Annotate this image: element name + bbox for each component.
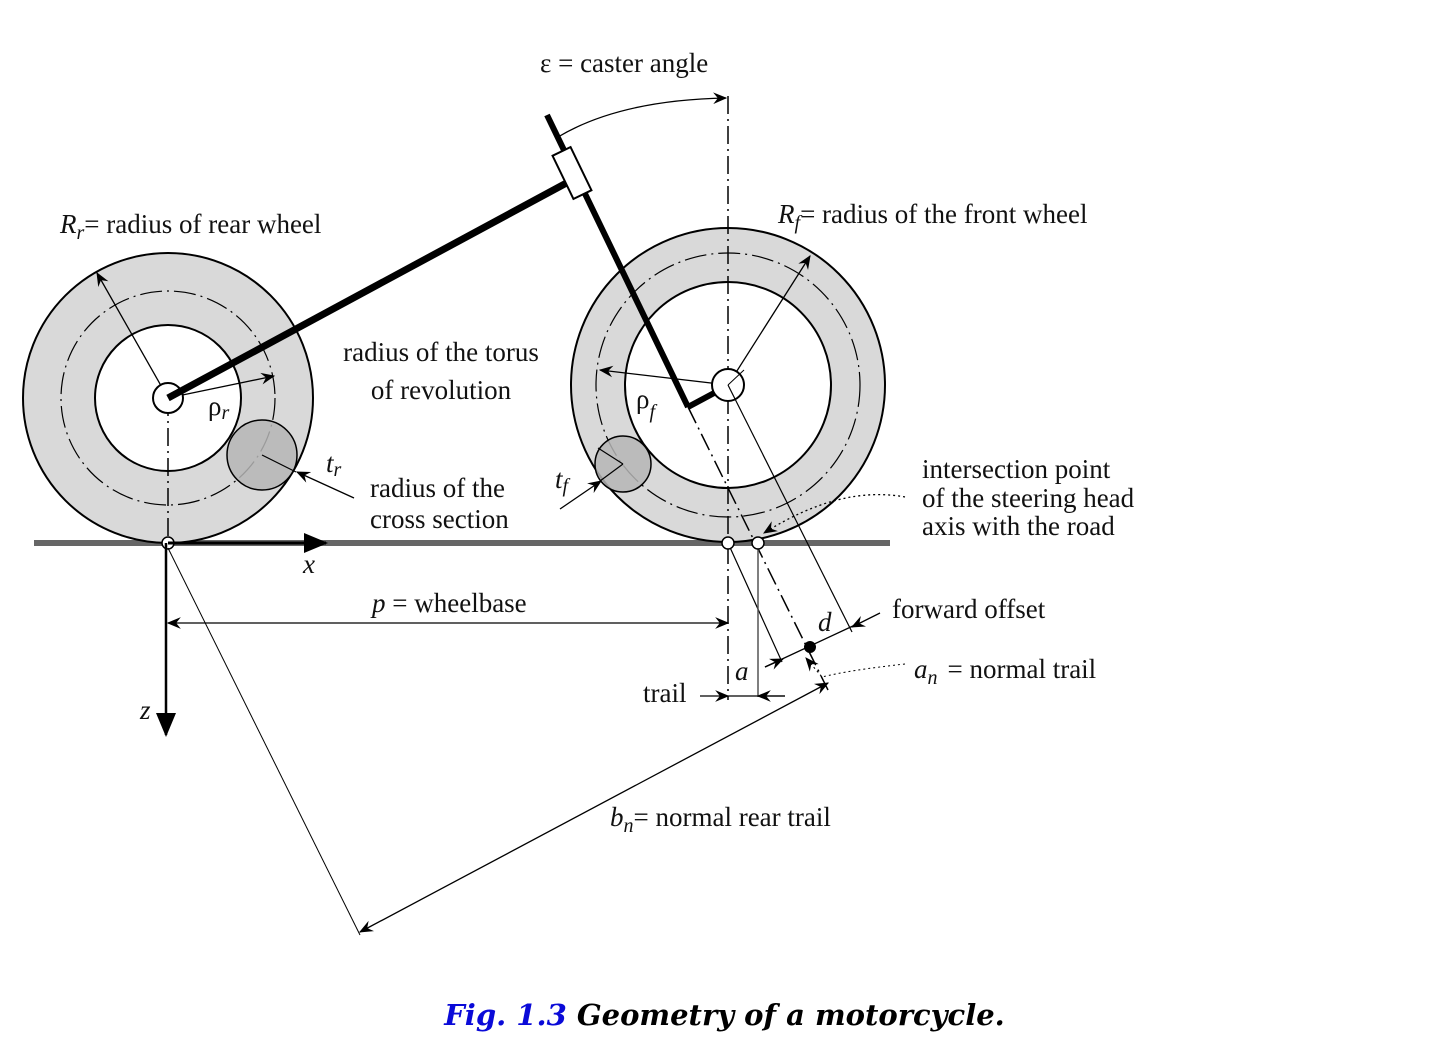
steering-axis-road-point bbox=[751, 536, 765, 550]
t-rear-label: tr bbox=[326, 448, 342, 481]
normal-trail-point bbox=[804, 641, 816, 653]
torus-radius-label-line2: of revolution bbox=[371, 375, 512, 405]
steering-head bbox=[551, 145, 593, 201]
figure-title: Geometry of a motorcycle. bbox=[576, 998, 1005, 1032]
forward-offset-symbol: d bbox=[818, 607, 832, 637]
caster-angle-label: ε = caster angle bbox=[540, 48, 708, 78]
normal-rear-trail-dimension bbox=[358, 682, 830, 933]
rear-radius-label: Rr= radius of rear wheel bbox=[59, 209, 321, 244]
wheelbase-label: p = wheelbase bbox=[370, 588, 527, 618]
z-axis-label: z bbox=[139, 695, 151, 725]
t-front-label: tf bbox=[555, 464, 571, 497]
rho-front-label: ρf bbox=[636, 384, 657, 423]
x-axis-label: x bbox=[302, 549, 315, 579]
intersection-label-line3: axis with the road bbox=[922, 511, 1115, 541]
front-radius-label: Rf= radius of the front wheel bbox=[777, 199, 1087, 234]
caster-angle-arc bbox=[557, 92, 728, 138]
intersection-label-line2: of the steering head bbox=[922, 483, 1135, 513]
torus-radius-label: radius of the torus bbox=[343, 337, 539, 367]
intersection-label: intersection point bbox=[922, 454, 1111, 484]
figure-caption: Fig. 1.3 Geometry of a motorcycle. bbox=[0, 998, 1449, 1032]
trail-label: trail bbox=[643, 678, 686, 708]
forward-offset-label: forward offset bbox=[892, 594, 1046, 624]
trail-symbol: a bbox=[735, 656, 749, 686]
front-contact-point bbox=[721, 536, 735, 550]
frame bbox=[166, 176, 574, 402]
rho-rear-label: ρr bbox=[208, 391, 229, 424]
cross-section-label: radius of the bbox=[370, 473, 505, 503]
cross-section-label-line2: cross section bbox=[370, 504, 509, 534]
normal-rear-trail-label: bn= normal rear trail bbox=[610, 802, 831, 837]
figure-number: Fig. 1.3 bbox=[444, 998, 567, 1032]
normal-trail-label: an= normal trail bbox=[914, 654, 1096, 689]
